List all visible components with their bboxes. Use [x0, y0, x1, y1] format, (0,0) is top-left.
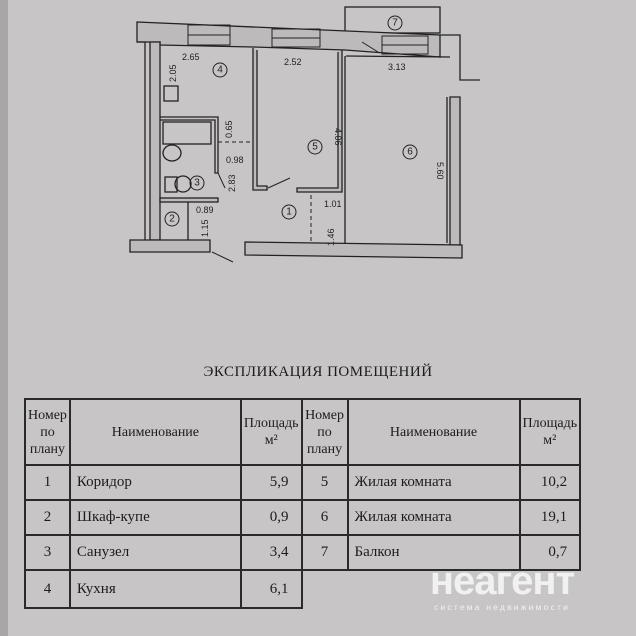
cell-name: Жилая комната	[346, 464, 521, 501]
cell-num: 3	[24, 534, 71, 571]
dimension-label: 2.05	[168, 64, 178, 82]
photo-edge	[0, 0, 8, 636]
bottom-left-wall	[129, 239, 211, 253]
dimension-label: 1.15	[200, 219, 210, 237]
table-row: 2 Шкаф-купе 0,9 6 Жилая комната 19,1	[24, 499, 582, 536]
cell-num: 7	[300, 534, 349, 571]
table-row: 1 Коридор 5,9 5 Жилая комната 10,2	[24, 464, 582, 501]
room-number: 5	[312, 142, 318, 153]
table-row: 4 Кухня 6,1	[24, 569, 580, 609]
header-number: Номер по плану	[24, 398, 71, 466]
cell-area: 6,1	[239, 569, 303, 609]
cell-area: 3,4	[239, 534, 303, 571]
floor-plan: 1 2 3 4 5 6 7 2.65 2.05 2.52 4.06 3.13 5…	[129, 6, 480, 263]
cell-name: Жилая комната	[346, 499, 521, 536]
watermark-logo: неагент система недвижимости	[404, 560, 600, 612]
cell-name: Санузел	[68, 534, 242, 571]
right-outer-wall	[440, 34, 480, 81]
cell-name: Балкон	[346, 534, 521, 571]
explication-title: ЭКСПЛИКАЦИЯ ПОМЕЩЕНИЙ	[203, 364, 433, 380]
sink-icon	[162, 144, 182, 162]
header-number: Номер по плану	[300, 398, 349, 466]
explication-table: Номер по плану Наименование Площадь м² Но…	[24, 398, 582, 609]
cell-name: Кухня	[68, 569, 242, 609]
cell-area: 19,1	[518, 499, 582, 536]
dimension-label: 4.06	[333, 128, 343, 146]
header-area: Площадь м²	[518, 398, 582, 466]
dimension-label: 1.01	[324, 199, 342, 209]
room-number: 4	[217, 65, 223, 76]
watermark-tagline: система недвижимости	[433, 602, 571, 612]
room-number: 3	[194, 178, 200, 189]
header-name: Наименование	[346, 398, 521, 466]
cell-area: 10,2	[518, 464, 582, 501]
room-marker-7	[387, 15, 403, 31]
kitchen-sink-icon	[163, 85, 179, 102]
bottom-wall	[244, 241, 463, 259]
dimension-label: 3.13	[388, 62, 406, 72]
bathtub-icon	[162, 121, 212, 145]
cell-area: 5,9	[239, 464, 303, 501]
header-area-unit: м²	[264, 433, 278, 448]
cell-num: 2	[24, 499, 71, 536]
room-marker-2	[164, 211, 180, 227]
header-area: Площадь м²	[239, 398, 303, 466]
room-marker-3	[189, 175, 205, 191]
header-name: Наименование	[68, 398, 242, 466]
table-row: 3 Санузел 3,4 7 Балкон 0,7	[24, 534, 582, 571]
room-number: 1	[286, 207, 292, 218]
dimension-label: 1.46	[326, 228, 336, 246]
right-wall	[449, 96, 461, 246]
room-marker-5	[307, 139, 323, 155]
room-number: 2	[169, 214, 175, 225]
header-area-unit: м²	[543, 433, 557, 448]
dimension-label: 5.60	[435, 162, 445, 180]
cell-area: 0,9	[239, 499, 303, 536]
cell-name: Коридор	[68, 464, 242, 501]
cell-area: 0,7	[518, 534, 582, 571]
left-wall	[149, 41, 161, 241]
cell-num: 1	[24, 464, 71, 501]
windows	[187, 24, 429, 55]
cell-name: Шкаф-купе	[68, 499, 242, 536]
room-marker-6	[402, 144, 418, 160]
dimension-label: 0.98	[226, 155, 244, 165]
room-number: 6	[407, 147, 413, 158]
watermark-brand: неагент	[429, 559, 575, 603]
dimension-label: 0.65	[224, 120, 234, 138]
dimension-label: 2.65	[182, 52, 200, 62]
dimension-label: 2.83	[227, 174, 237, 192]
dimension-label: 2.52	[284, 57, 302, 67]
cell-num: 4	[24, 569, 71, 609]
cell-num: 5	[300, 464, 349, 501]
dimension-label: 0.89	[196, 205, 214, 215]
cell-num: 6	[300, 499, 349, 536]
room-number: 7	[392, 18, 398, 29]
header-area-label: Площадь	[522, 416, 578, 431]
header-area-label: Площадь	[243, 416, 299, 431]
room-marker-1	[281, 204, 297, 220]
room-marker-4	[212, 62, 228, 78]
table-header-row: Номер по плану Наименование Площадь м² Но…	[24, 398, 582, 466]
toilet-icon	[164, 176, 178, 193]
